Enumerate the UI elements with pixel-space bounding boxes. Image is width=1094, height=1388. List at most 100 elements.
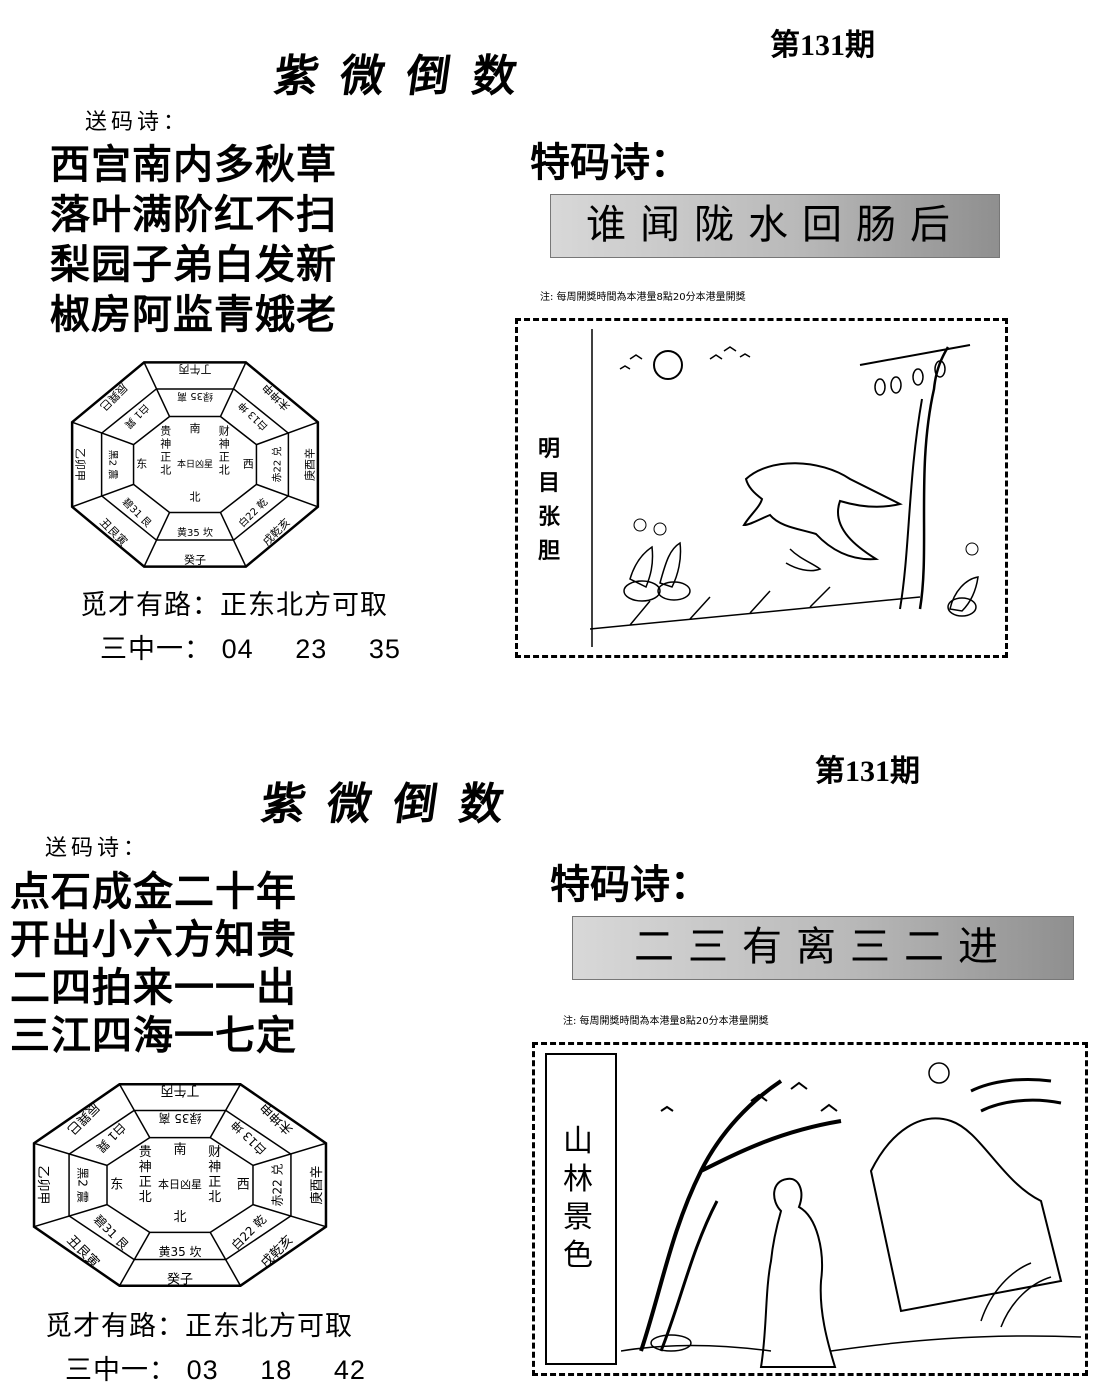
bagua-god-char: 正 — [160, 450, 171, 463]
bagua-god-char: 贵 — [160, 424, 171, 437]
bagua-divider — [252, 1203, 327, 1228]
poem-line: 点石成金二十年 — [10, 869, 297, 915]
bagua-trigram-label: 赤22 兑 — [270, 1163, 284, 1206]
bagua-outer-label: 丁午丙 — [179, 362, 212, 375]
bagua-trigram-label: 黄35 坎 — [177, 526, 213, 539]
brand-title: 紫微倒数 — [257, 779, 529, 830]
bagua-god-char: 北 — [160, 463, 171, 476]
bagua-divider — [118, 1231, 151, 1287]
draw-time-note: 注: 每周開獎時間為本港量8點20分本港量開獎 — [563, 1016, 769, 1027]
bagua-direction: 东 — [110, 1178, 123, 1193]
bagua-trigram-label: 黄35 坎 — [158, 1245, 201, 1259]
poem-line: 椒房阿监青娥老 — [50, 292, 337, 338]
bagua-outer-label: 乙卯甲 — [35, 1165, 50, 1204]
bagua-divider — [33, 1203, 108, 1228]
bagua-center-char: 本日凶星 — [177, 458, 213, 470]
bagua-god-char: 神 — [208, 1160, 221, 1175]
tema-verse: 二三有离三二进 — [572, 916, 1074, 980]
bagua-divider — [33, 1142, 108, 1167]
bagua-god-char: 正 — [219, 450, 230, 463]
bagua-outer-label: 庚酉辛 — [309, 1165, 325, 1204]
picture-caption: 明 目 张 胆 — [538, 437, 561, 564]
bagua-diagram: 丁午丙绿35 离未坤申白13 坤庚酉辛赤22 兑戌乾亥白22 乾癸子黄35 坎丑… — [32, 1083, 328, 1287]
bagua-ring — [106, 1136, 254, 1234]
bagua-divider — [209, 1083, 242, 1139]
bagua-trigram-label: 碧31 艮 — [91, 1212, 131, 1252]
bagua-trigram-label: 赤22 兑 — [270, 447, 283, 483]
poem-label: 送码诗： — [85, 110, 190, 135]
picture-caption: 山 林 景 色 — [563, 1124, 593, 1273]
bagua-god-char: 财 — [208, 1145, 221, 1160]
bagua-center-char: 南 — [190, 422, 201, 435]
bagua-god-char: 北 — [139, 1190, 152, 1205]
lucky-number: 23 — [295, 634, 328, 664]
bagua-outer-label: 乙卯甲 — [73, 448, 86, 481]
bagua-divider — [256, 483, 319, 508]
bagua-god-char: 正 — [139, 1175, 152, 1190]
caption-box — [545, 1053, 617, 1365]
poem-line: 梨园子弟白发新 — [50, 242, 337, 288]
bagua-center-char: 南 — [173, 1142, 186, 1158]
lucky-number: 04 — [221, 634, 254, 664]
poem-line: 三江四海一七定 — [10, 1013, 297, 1059]
wealth-direction: 觅才有路：正东北方可取 — [80, 590, 388, 621]
bagua-outer-label: 丁午丙 — [160, 1083, 199, 1098]
lottery-panel-1: 第131期 紫微倒数 送码诗： 西宫南内多秋草 落叶满阶红不扫 梨园子弟白发新 … — [50, 29, 1008, 666]
poem-label: 送码诗： — [45, 836, 150, 861]
poem-block: 点石成金二十年 开出小六方知贵 二四拍来一一出 三江四海一七定 — [10, 868, 297, 1060]
draw-time-note: 注: 每周開獎時間為本港量8點20分本港量開獎 — [540, 292, 746, 303]
bagua-center-char: 本日凶星 — [158, 1177, 202, 1191]
bagua-divider — [71, 483, 134, 508]
poem-line: 开出小六方知贵 — [10, 917, 297, 963]
three-pick-one: 三中一： 04 23 35 — [100, 627, 433, 666]
bagua-divider — [143, 512, 171, 567]
bagua-divider — [256, 421, 319, 446]
bagua-outer-label: 庚酉辛 — [303, 448, 317, 481]
bagua-trigram-label: 白22 乾 — [228, 1212, 269, 1253]
three-label: 三中一： — [100, 634, 212, 665]
brand-title: 紫微倒数 — [270, 51, 542, 102]
bagua-trigram-label: 白1 巽 — [122, 401, 152, 431]
lucky-number: 18 — [260, 1355, 293, 1385]
wealth-direction: 觅才有路：正东北方可取 — [45, 1311, 353, 1342]
bagua-divider — [209, 1231, 242, 1287]
bagua-god-char: 贵 — [139, 1145, 152, 1160]
bagua-god-char: 北 — [208, 1190, 221, 1205]
bagua-divider — [71, 421, 134, 446]
lucky-number: 42 — [333, 1355, 366, 1385]
bagua-divider — [118, 1083, 151, 1139]
three-pick-one: 三中一： 03 18 42 — [65, 1348, 398, 1387]
poem-block: 西宫南内多秋草 落叶满阶红不扫 梨园子弟白发新 椒房阿监青娥老 — [50, 140, 337, 340]
tema-label: 特码诗： — [530, 140, 690, 186]
bagua-god-char: 北 — [219, 463, 230, 476]
bagua-outer-label: 癸子 — [184, 553, 206, 567]
bagua-outer-label: 癸子 — [167, 1272, 193, 1287]
lottery-panel-2: 第131期 紫微倒数 送码诗： 点石成金二十年 开出小六方知贵 二四拍来一一出 … — [0, 694, 1094, 1388]
bagua-divider — [252, 1142, 327, 1167]
issue-number: 第131期 — [815, 755, 920, 788]
bagua-diagram: 丁午丙绿35 离未坤申白13 坤庚酉辛赤22 兑戌乾亥白22 乾癸子黄35 坎丑… — [70, 361, 320, 568]
poem-line: 落叶满阶红不扫 — [50, 192, 337, 238]
illustration-frame: 明 目 张 胆 — [515, 318, 1008, 658]
bagua-divider — [219, 512, 247, 567]
lucky-number: 03 — [186, 1355, 219, 1385]
bagua-trigram-label: 绿35 离 — [158, 1111, 201, 1126]
bagua-god-char: 神 — [139, 1160, 152, 1175]
poem-line: 二四拍来一一出 — [10, 965, 297, 1011]
bagua-god-char: 神 — [219, 436, 230, 450]
bagua-trigram-label: 黑2 震 — [76, 1167, 90, 1202]
bagua-direction: 西 — [243, 458, 254, 471]
issue-number: 第131期 — [770, 29, 875, 62]
bagua-god-char: 正 — [208, 1175, 221, 1190]
bagua-direction: 东 — [136, 458, 147, 471]
three-label: 三中一： — [65, 1355, 177, 1386]
bagua-god-char: 神 — [160, 436, 171, 450]
bagua-trigram-label: 白13 坤 — [228, 1117, 269, 1158]
bagua-center-char: 北 — [190, 491, 201, 504]
tema-label: 特码诗： — [550, 862, 710, 908]
lucky-number: 35 — [368, 634, 401, 664]
tema-verse: 谁闻陇水回肠后 — [550, 194, 1000, 258]
bagua-trigram-label: 黑2 震 — [107, 450, 119, 480]
eagle-illustration — [590, 329, 979, 647]
bagua-god-char: 财 — [219, 423, 230, 437]
